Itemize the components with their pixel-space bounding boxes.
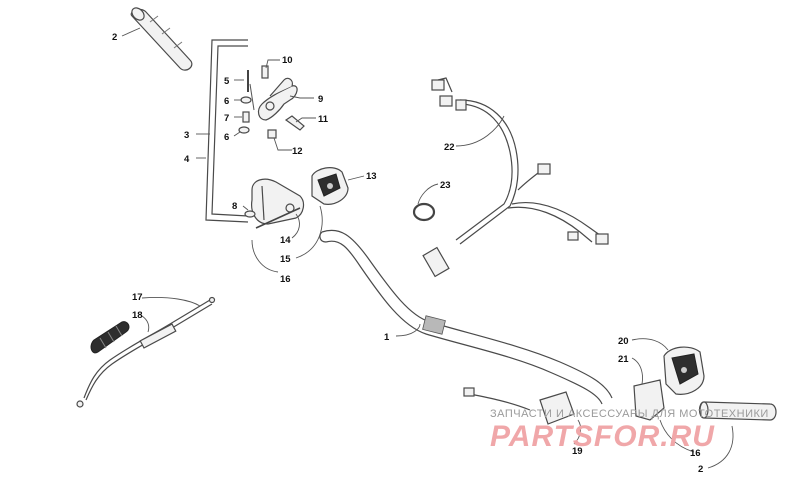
wiring-harness [422, 77, 609, 278]
handlebar [319, 229, 613, 405]
callout-10: 10 [282, 55, 293, 66]
callout-19: 19 [572, 446, 583, 457]
callout-11: 11 [318, 114, 329, 125]
callout-17: 17 [132, 292, 143, 303]
callout-15: 15 [280, 254, 291, 265]
callout-21: 21 [618, 354, 629, 365]
callout-6-upper: 6 [224, 96, 229, 107]
callout-16-right: 16 [690, 448, 701, 459]
callout-20: 20 [618, 336, 629, 347]
callout-9: 9 [318, 94, 323, 105]
watermark-brand: PARTSFOR.RU [490, 420, 715, 453]
leader-lines [121, 27, 734, 469]
callout-4: 4 [184, 154, 190, 165]
watermark: ЗАПЧАСТИ И АКСЕССУАРЫ ДЛЯ МОТОТЕХНИКИ PA… [490, 408, 769, 453]
brake-switch [463, 387, 575, 425]
callout-1: 1 [384, 332, 390, 343]
callout-12: 12 [292, 146, 303, 157]
callout-2-left-grip: 2 [112, 32, 117, 43]
throttle-cable [76, 296, 216, 408]
callout-16-left: 16 [280, 274, 291, 285]
callout-14: 14 [280, 235, 291, 246]
callout-5: 5 [224, 76, 230, 87]
left-grip [130, 7, 193, 71]
fasteners [238, 70, 252, 134]
callout-labels: 2 3 4 5 6 7 6 8 9 10 11 12 13 14 15 16 1… [112, 32, 703, 475]
cable-boot [90, 321, 130, 354]
callout-3: 3 [184, 130, 189, 141]
callout-23: 23 [440, 180, 451, 191]
callout-8: 8 [232, 201, 237, 212]
callout-18: 18 [132, 310, 143, 321]
right-grip [698, 401, 777, 421]
callout-7: 7 [224, 113, 229, 124]
left-switch-module [311, 167, 349, 205]
watermark-tagline: ЗАПЧАСТИ И АКСЕССУАРЫ ДЛЯ МОТОТЕХНИКИ [490, 408, 769, 420]
right-switch-housing [633, 346, 705, 421]
bracket-frame [205, 39, 249, 223]
callout-22: 22 [444, 142, 455, 153]
callout-6-lower: 6 [224, 132, 229, 143]
left-switch-housing [244, 178, 305, 229]
callout-2-right-grip: 2 [698, 464, 703, 475]
callout-13: 13 [366, 171, 377, 182]
cable-clip [412, 202, 436, 222]
throttle-lever [249, 65, 305, 139]
